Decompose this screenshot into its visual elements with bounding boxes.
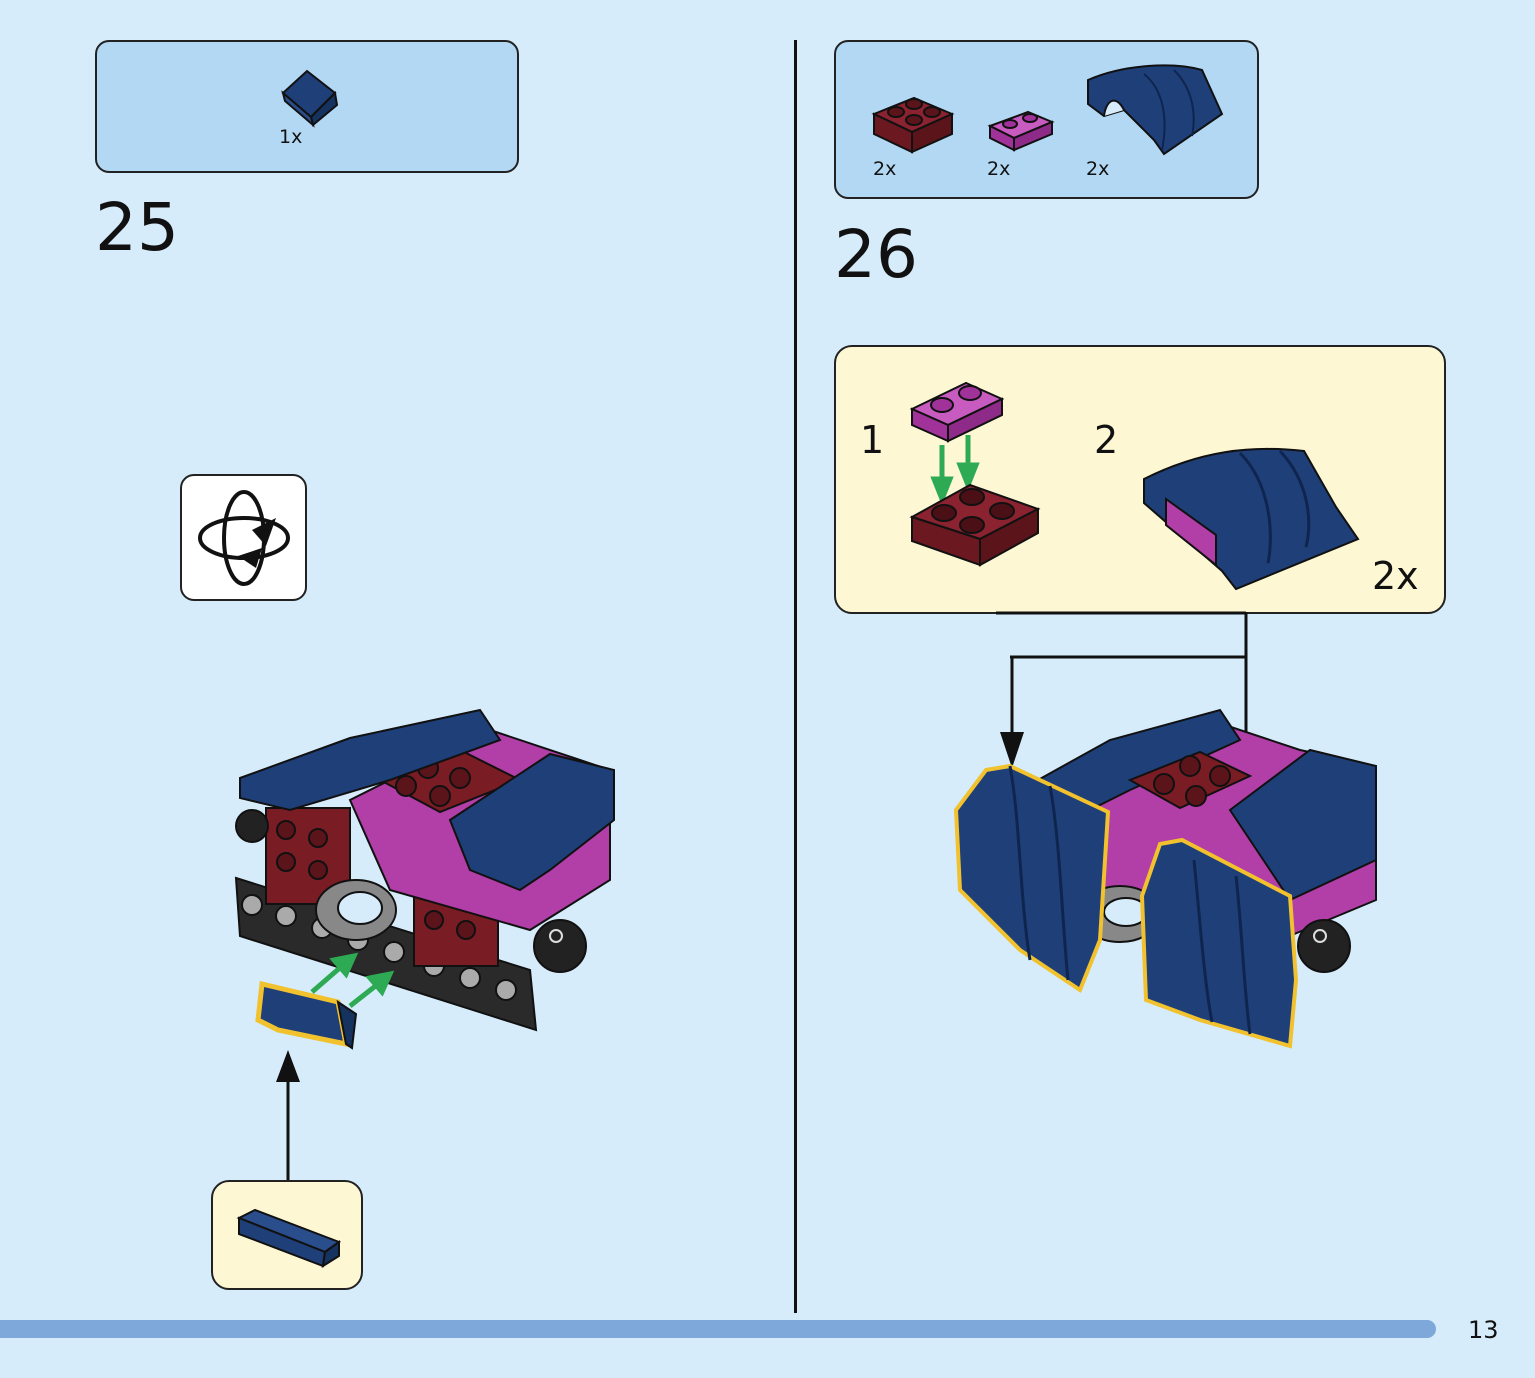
dark-blue-curved-slope-right <box>1139 837 1299 1049</box>
dark-blue-wing-right <box>448 752 615 892</box>
rotate-model-icon <box>198 490 290 586</box>
dark-blue-wing-left <box>239 708 502 812</box>
step-number: 26 <box>834 216 918 293</box>
dark-blue-slope-1x2-icon <box>281 69 339 128</box>
progress-bar <box>0 1320 1436 1338</box>
dark-blue-slope-1x2-icon <box>236 1208 342 1268</box>
assembly-arrow <box>276 1050 300 1182</box>
substep-number: 2 <box>1094 418 1119 462</box>
dark-blue-curved-slope-icon <box>1087 64 1224 156</box>
step-number: 25 <box>95 189 179 266</box>
dark-blue-curved-slope-left <box>953 763 1111 994</box>
step26-model <box>953 708 1377 1049</box>
part-quantity: 2x <box>873 158 897 180</box>
substep-number: 1 <box>860 418 885 462</box>
magenta-plate-1x2-icon <box>987 110 1055 152</box>
dark-blue-slope-attach <box>255 980 350 1048</box>
substep1-plates <box>909 381 1041 567</box>
step25-callout <box>211 1180 363 1290</box>
substep-multiplier: 2x <box>1372 554 1419 598</box>
substep2-curved-slope <box>1143 447 1360 591</box>
part-quantity: 2x <box>1086 158 1110 180</box>
step-divider <box>794 40 797 1313</box>
step25-parts-box: 1x <box>95 40 519 173</box>
step26-callout: 1 2 2x <box>834 345 1446 614</box>
part-quantity: 1x <box>279 126 303 148</box>
page-number: 13 <box>1468 1316 1499 1344</box>
rotate-model-box <box>180 474 307 601</box>
ball-joint-left <box>235 809 269 843</box>
dark-red-plate-2x2-icon <box>871 96 955 154</box>
ball-joint-right <box>1297 919 1351 973</box>
step26-parts-box: 2x 2x 2x <box>834 40 1259 199</box>
step25-model <box>234 708 615 1050</box>
part-quantity: 2x <box>987 158 1011 180</box>
ball-joint-right <box>533 919 587 973</box>
dark-blue-wing-right <box>1228 748 1377 902</box>
